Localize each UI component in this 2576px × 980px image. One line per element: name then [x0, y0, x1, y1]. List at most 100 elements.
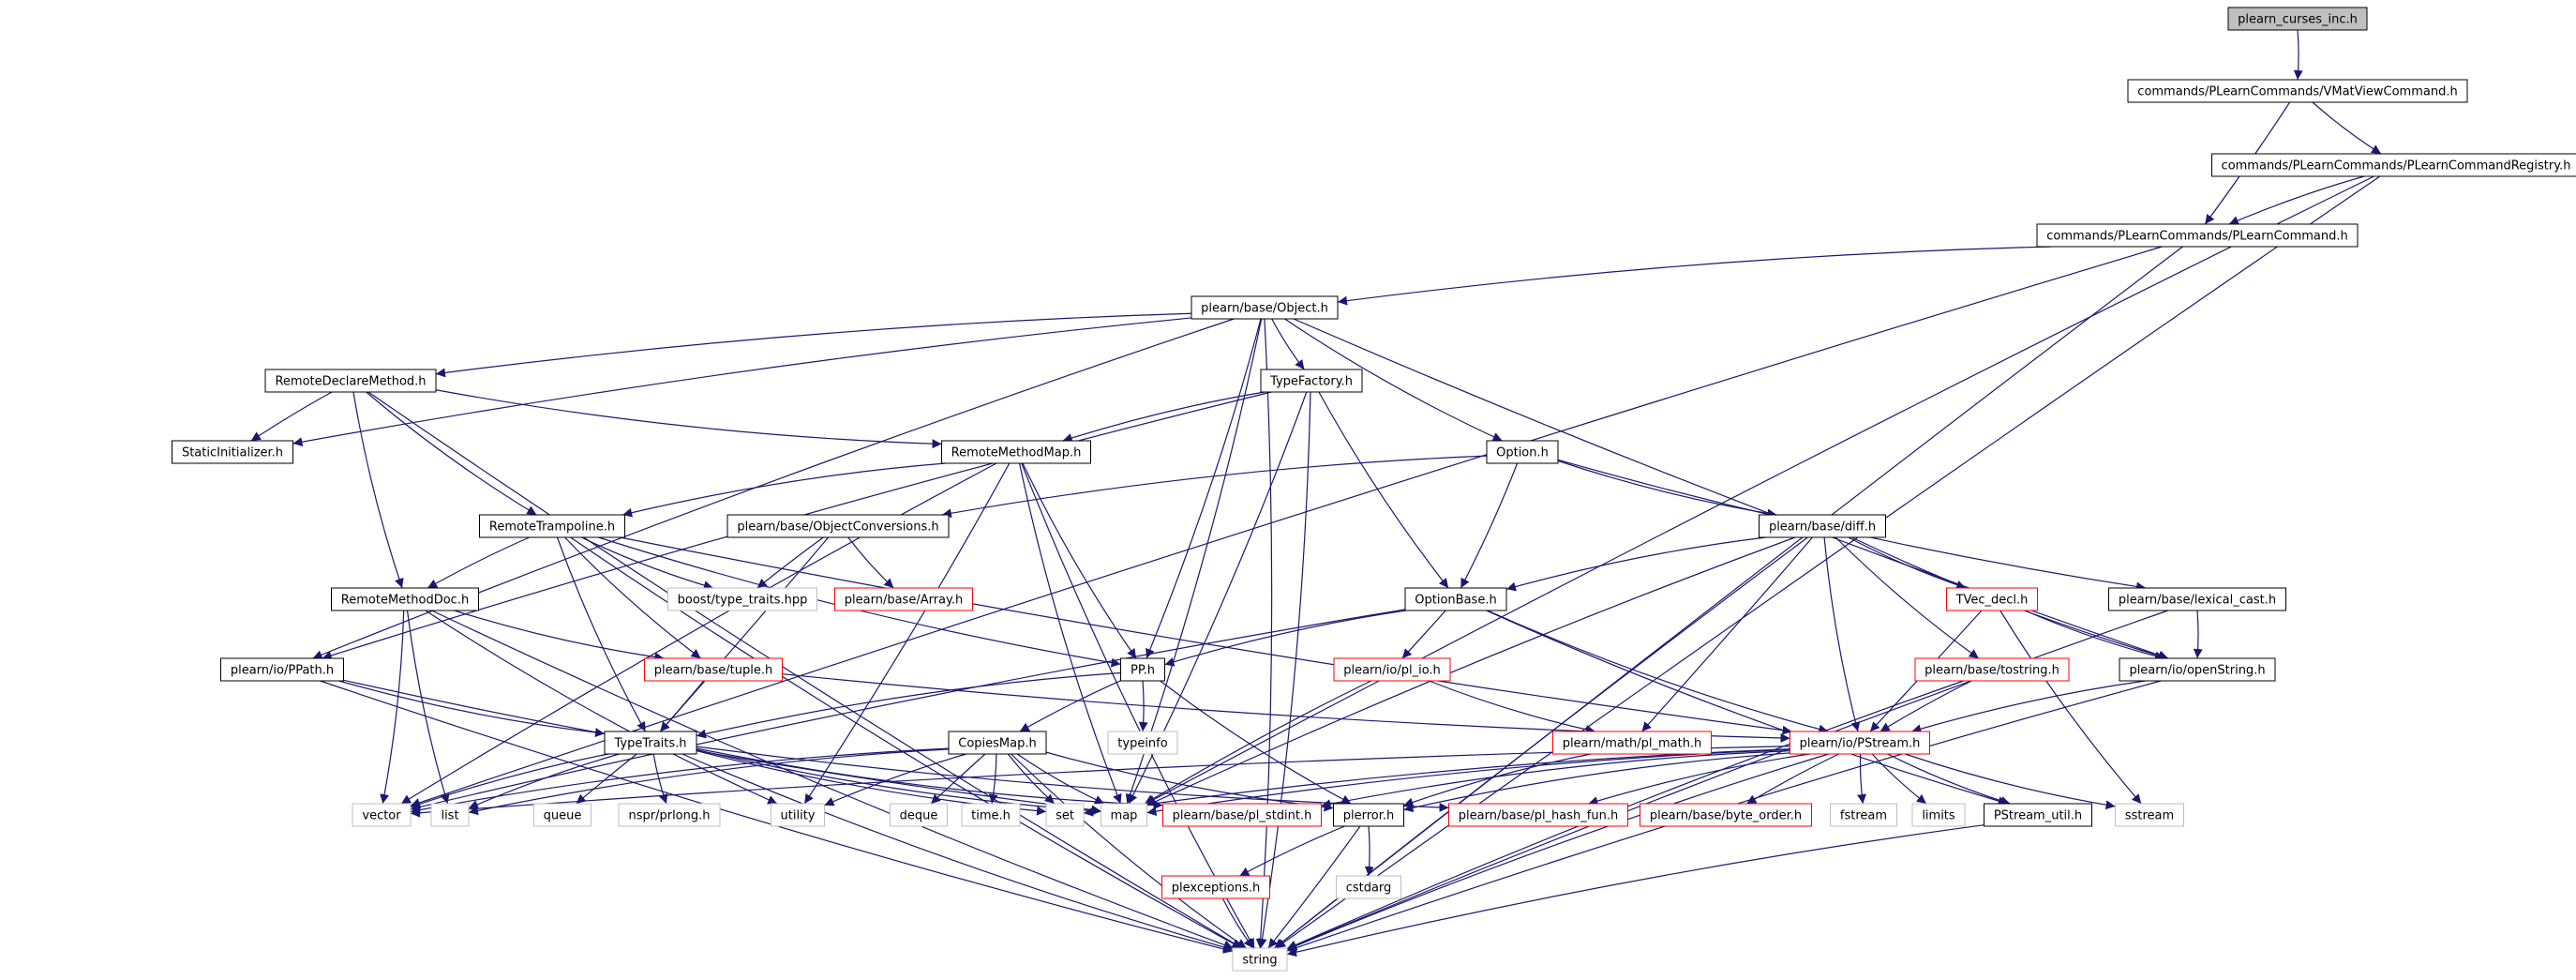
node-commands-plearncommands-plearncommand-h[interactable]: commands/PLearnCommands/PLearnCommand.h	[2036, 223, 2359, 248]
edge-pp-h-to-plerror-h	[1160, 680, 1352, 805]
node-typefactory-h[interactable]: TypeFactory.h	[1260, 369, 1363, 393]
edge-optionbase-h-to-pstream-util-h	[1486, 610, 2008, 806]
node-plearn-base-objectconversions-h[interactable]: plearn/base/ObjectConversions.h	[726, 514, 950, 538]
edge-typetraits-h-to-queue	[576, 753, 637, 805]
edge-plearn-io-openstring-h-to-plearn-io-pstream-h	[1911, 680, 2146, 734]
edge-plearn-base-lexical-cast-h-to-plearn-io-openstring-h	[2193, 610, 2203, 659]
node-plearn-base-pl-stdint-h[interactable]: plearn/base/pl_stdint.h	[1162, 803, 1322, 827]
node-list: list	[430, 803, 470, 827]
node-box	[1448, 803, 1628, 827]
node-pstream-util-h[interactable]: PStream_util.h	[1984, 803, 2092, 827]
node-plearn-base-array-h[interactable]: plearn/base/Array.h	[834, 587, 973, 611]
edge-plearn-base-tostring-h-to-string	[1286, 680, 1964, 950]
node-box	[1336, 875, 1401, 899]
node-box	[890, 803, 948, 827]
edge-optionbase-h-to-plearn-io-pl-io-h	[1401, 610, 1446, 659]
edge-plearn-base-diff-h-to-plearn-io-pstream-h	[1823, 536, 1861, 732]
edge-plearn-io-pstream-h-to-plearn-base-pl-stdint-h	[1321, 750, 1790, 809]
edge-plearn-base-object-h-to-staticinitializer-h	[292, 317, 1192, 447]
node-plearn-curses-inc-h[interactable]: plearn_curses_inc.h	[2227, 7, 2368, 31]
node-box	[352, 803, 412, 827]
node-tvec-decl-h[interactable]: TVec_decl.h	[1946, 587, 2038, 611]
node-plearn-math-pl-math-h[interactable]: plearn/math/pl_math.h	[1552, 731, 1712, 755]
edge-commands-plearncommands-plearncommand-h-to-plearn-base-object-h	[1337, 246, 2052, 306]
edge-plearn-base-diff-h-to-plearn-math-pl-math-h	[1641, 536, 1813, 732]
node-plearn-base-diff-h[interactable]: plearn/base/diff.h	[1759, 514, 1886, 538]
node-label: commands/PLearnCommands/VMatViewCommand.…	[2137, 85, 2457, 99]
node-plerror-h[interactable]: plerror.h	[1333, 803, 1404, 827]
edge-copiesmap-h-to-time-h	[988, 753, 998, 805]
node-plexceptions-h[interactable]: plexceptions.h	[1161, 875, 1270, 899]
edge-pp-h-to-typeinfo	[1138, 680, 1148, 732]
node-box	[1162, 803, 1322, 827]
node-copiesmap-h[interactable]: CopiesMap.h	[948, 731, 1047, 755]
edge-plearn-io-pl-io-h-to-map	[1144, 680, 1372, 805]
node-plearn-base-tostring-h[interactable]: plearn/base/tostring.h	[1914, 657, 2070, 682]
node-label: typeinfo	[1117, 737, 1167, 751]
node-box	[961, 803, 1021, 827]
edge-remotemethoddoc-h-to-plearn-base-tuple-h	[454, 610, 665, 662]
node-set: set	[1045, 803, 1085, 827]
node-typetraits-h[interactable]: TypeTraits.h	[604, 731, 697, 755]
edge-remotedeclaremethod-h-to-staticinitializer-h	[250, 391, 333, 442]
node-commands-plearncommands-vmatviewcommand-h[interactable]: commands/PLearnCommands/VMatViewCommand.…	[2127, 79, 2468, 103]
edge-remotemethoddoc-h-to-utility	[425, 610, 778, 805]
node-label: RemoteDeclareMethod.h	[275, 375, 426, 389]
node-label: plearn/io/PStream.h	[1800, 737, 1921, 751]
node-label: time.h	[971, 809, 1011, 823]
node-remotemethodmap-h[interactable]: RemoteMethodMap.h	[941, 440, 1091, 464]
edge-plearn-io-pl-io-h-to-plearn-math-pl-math-h	[1429, 680, 1595, 734]
node-plearn-base-pl-hash-fun-h[interactable]: plearn/base/pl_hash_fun.h	[1448, 803, 1628, 827]
node-remotetrampoline-h[interactable]: RemoteTrampoline.h	[479, 514, 625, 538]
node-plearn-io-pstream-h[interactable]: plearn/io/PStream.h	[1790, 731, 1930, 755]
node-commands-plearncommands-plearncommandregistry-h[interactable]: commands/PLearnCommands/PLearnCommandReg…	[2211, 153, 2576, 177]
node-box	[1191, 295, 1339, 320]
edge-plearn-io-pstream-h-to-fstream	[1857, 753, 1867, 805]
edge-pp-h-to-typetraits-h	[696, 671, 1121, 739]
edge-remotemethoddoc-h-to-string	[431, 610, 1234, 950]
node-label: plearn/base/diff.h	[1769, 520, 1876, 535]
node-label: RemoteMethodMap.h	[951, 446, 1082, 460]
node-box	[1333, 657, 1451, 682]
edge-plearn-base-lexical-cast-h-to-string	[1286, 610, 2168, 950]
edge-option-h-to-plearn-base-objectconversions-h	[941, 455, 1488, 519]
edge-remotemethodmap-h-to-pp-h	[1022, 462, 1137, 659]
node-plearn-base-object-h[interactable]: plearn/base/Object.h	[1191, 295, 1339, 320]
node-label: commands/PLearnCommands/PLearnCommandReg…	[2222, 159, 2571, 173]
node-plearn-io-openstring-h[interactable]: plearn/io/openString.h	[2119, 657, 2276, 682]
node-box	[2036, 223, 2359, 248]
edge-typefactory-h-to-optionbase-h	[1318, 391, 1449, 589]
node-box	[834, 587, 973, 611]
node-optionbase-h[interactable]: OptionBase.h	[1404, 587, 1507, 611]
edge-remotetrampoline-h-to-typetraits-h	[556, 536, 647, 732]
node-plearn-base-byte-order-h[interactable]: plearn/base/byte_order.h	[1640, 803, 1812, 827]
node-label: plearn/base/pl_hash_fun.h	[1459, 809, 1618, 823]
node-label: cstdarg	[1346, 882, 1392, 896]
node-label: plerror.h	[1343, 809, 1395, 823]
node-pp-h[interactable]: PP.h	[1120, 657, 1165, 682]
node-plearn-base-tuple-h[interactable]: plearn/base/tuple.h	[644, 657, 783, 682]
node-label: TVec_decl.h	[1955, 594, 2029, 608]
edge-plearn-io-pstream-h-to-plearn-base-pl-hash-fun-h	[1588, 753, 1810, 806]
edge-tvec-decl-h-to-sstream	[1999, 610, 2142, 805]
edge-plearn-base-objectconversions-h-to-plearn-base-array-h	[847, 536, 894, 589]
node-remotedeclaremethod-h[interactable]: RemoteDeclareMethod.h	[264, 369, 437, 393]
node-box	[1911, 803, 1966, 827]
node-label: deque	[900, 809, 938, 823]
node-remotemethoddoc-h[interactable]: RemoteMethodDoc.h	[331, 587, 479, 611]
node-box	[1107, 731, 1178, 755]
node-deque: deque	[890, 803, 948, 827]
edge-copiesmap-h-to-set	[1007, 753, 1056, 805]
node-box	[618, 803, 721, 827]
edge-commands-plearncommands-vmatviewcommand-h-to-commands-plearncommands-plearncommandregistry-h	[2312, 101, 2382, 155]
node-plearn-io-pl-io-h[interactable]: plearn/io/pl_io.h	[1333, 657, 1451, 682]
node-box	[264, 369, 437, 393]
node-option-h[interactable]: Option.h	[1486, 440, 1559, 464]
edge-plearn-base-diff-h-to-optionbase-h	[1505, 536, 1766, 592]
node-plearn-io-ppath-h[interactable]: plearn/io/PPath.h	[220, 657, 344, 682]
edge-plearn-base-diff-h-to-tvec-decl-h	[1848, 536, 1967, 590]
node-staticinitializer-h[interactable]: StaticInitializer.h	[172, 440, 293, 464]
node-plearn-base-lexical-cast-h[interactable]: plearn/base/lexical_cast.h	[2108, 587, 2286, 611]
node-box	[1830, 803, 1897, 827]
